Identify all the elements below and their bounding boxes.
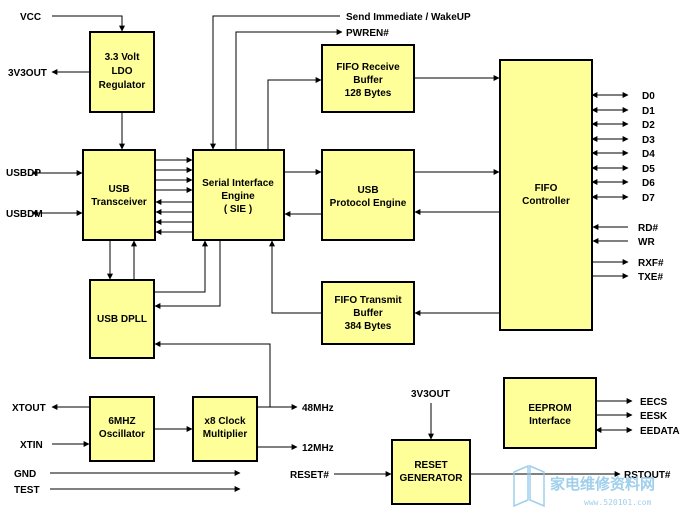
usb-dpll-block: USB DPLL [89,279,155,359]
v3out-reset-label: 3V3OUT [411,389,450,400]
fifo-transmit-buffer-block: FIFO Transmit Buffer 384 Bytes [321,281,415,345]
fifo-controller-label-2: Controller [522,196,570,207]
ldo-label-3: Regulator [99,80,146,91]
wr-label: WR [638,237,655,248]
gnd-label: GND [14,469,36,480]
sie-label-2: Engine [221,191,255,202]
v3out-left-label: 3V3OUT [8,68,47,79]
eecs-label: EECS [640,397,668,408]
xtin-label: XTIN [20,440,43,451]
clock-multiplier-block: x8 Clock Multiplier [192,396,258,462]
watermark-url: www.520101.com [584,498,652,507]
eedata-label: EEDATA [640,426,680,437]
usb-transceiver-label-2: Transceiver [91,197,147,208]
fifo-tx-label-3: 384 Bytes [345,321,392,332]
usb-protocol-engine-block: USB Protocol Engine [321,149,415,241]
ldo-regulator-block: 3.3 Volt LDO Regulator [89,31,155,113]
oscillator-block: 6MHZ Oscillator [89,396,155,462]
usb-transceiver-block: USB Transceiver [82,149,156,241]
reset-gen-label-1: RESET [414,460,447,471]
eeprom-label-2: Interface [529,416,571,427]
oscillator-label-2: Oscillator [99,429,145,440]
fifo-rx-label-1: FIFO Receive [336,62,400,73]
fifo-receive-buffer-block: FIFO Receive Buffer 128 Bytes [321,44,415,113]
eeprom-interface-block: EEPROM Interface [503,377,597,449]
rd-label: RD# [638,223,658,234]
txe-label: TXE# [638,272,663,283]
eesk-label: EESK [640,411,668,422]
watermark-logo-icon [513,464,545,508]
xtout-label: XTOUT [12,403,46,414]
watermark: 家电维修资料网 www.520101.com [513,464,655,508]
sie-block: Serial Interface Engine ( SIE ) [192,149,285,241]
usb-transceiver-label-1: USB [108,184,129,195]
clock-multiplier-label-1: x8 Clock [204,416,246,427]
reset-in-label: RESET# [290,470,329,481]
d6-label: D6 [642,178,655,189]
d1-label: D1 [642,106,655,117]
vcc-label: VCC [20,12,41,23]
rxf-label: RXF# [638,258,664,269]
sie-label-1: Serial Interface [202,178,274,189]
clock-multiplier-label-2: Multiplier [203,429,248,440]
d0-label: D0 [642,91,655,102]
watermark-text: 家电维修资料网 [550,475,655,493]
fifo-controller-block: FIFO Controller [499,59,593,331]
ldo-label-1: 3.3 Volt [105,52,140,63]
reset-generator-block: RESET GENERATOR [391,439,471,505]
usbdp-label: USBDP [6,168,41,179]
usb-protocol-label-2: Protocol Engine [330,198,407,209]
send-immediate-label: Send Immediate / WakeUP [346,12,471,23]
fifo-tx-label-1: FIFO Transmit [334,295,402,306]
oscillator-label-1: 6MHZ [108,416,135,427]
sie-label-3: ( SIE ) [224,204,252,215]
fifo-rx-label-2: Buffer [353,75,383,86]
fifo-tx-label-2: Buffer [353,308,383,319]
d5-label: D5 [642,164,655,175]
d3-label: D3 [642,135,655,146]
clk48-label: 48MHz [302,403,334,414]
signal-labels: VCC 3V3OUT Send Immediate / WakeUP PWREN… [6,12,680,496]
rstout-label: RSTOUT# [624,470,671,481]
eeprom-label-1: EEPROM [528,403,571,414]
test-label: TEST [14,485,40,496]
d2-label: D2 [642,120,655,131]
ldo-label-2: LDO [111,66,132,77]
reset-gen-label-2: GENERATOR [400,473,464,484]
d4-label: D4 [642,149,655,160]
d7-label: D7 [642,193,655,204]
connections [31,15,633,492]
pwren-label: PWREN# [346,28,389,39]
fifo-rx-label-3: 128 Bytes [345,88,392,99]
fifo-controller-label-1: FIFO [535,183,558,194]
clk12-label: 12MHz [302,443,334,454]
usbdm-label: USBDM [6,209,43,220]
usb-protocol-label-1: USB [357,185,378,196]
usb-dpll-label: USB DPLL [97,314,147,325]
